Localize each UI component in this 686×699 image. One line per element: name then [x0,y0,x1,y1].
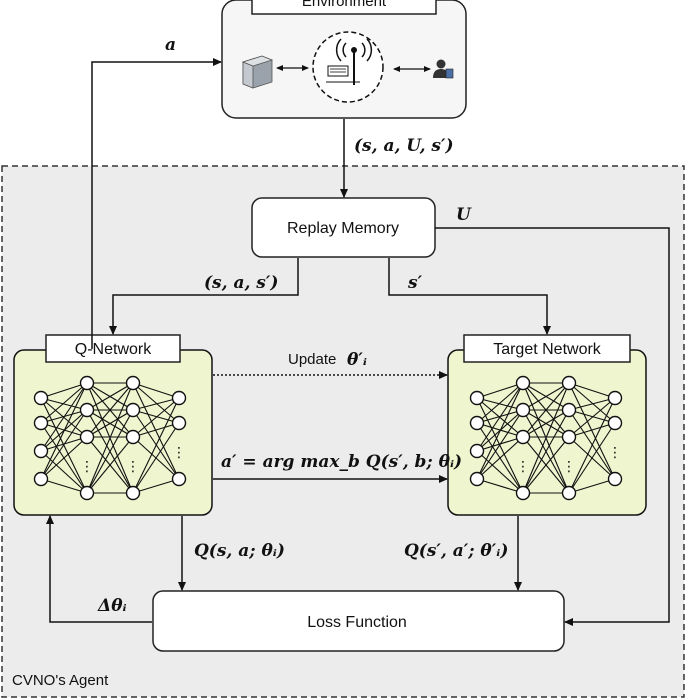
target-network-label: Target Network [493,341,602,358]
network-node [125,375,141,391]
ellipsis-icon: ⋮ [608,445,622,461]
target-value-label: Q(s′, a′; θ′ᵢ) [404,541,508,561]
replay-memory-label: Replay Memory [287,220,399,237]
action-edge [91,58,222,349]
ellipsis-icon: ⋮ [126,459,140,475]
update-theta-label: θ′ᵢ [347,350,367,370]
ellipsis-icon: ⋮ [516,459,530,475]
argmax-label: a′ = arg max_b Q(s′, b; θᵢ) [221,452,462,472]
network-node [515,402,531,418]
update-label: Update [288,351,336,368]
network-node [79,429,95,445]
user-icon [433,59,454,79]
network-node [469,443,485,459]
network-node [515,485,531,501]
transition-label: (s, a, U, s′) [354,136,454,156]
network-node [607,415,623,431]
network-node [607,471,623,487]
loss-function-label: Loss Function [307,614,407,631]
ellipsis-icon: ⋮ [172,445,186,461]
environment-title: Environment [302,0,387,10]
q-value-label: Q(s, a; θᵢ) [194,541,285,561]
target-network-box: Target Network ⋮ ⋮ ⋮ [447,334,647,516]
network-node [469,471,485,487]
network-connections [476,382,616,494]
replay-memory-box: Replay Memory [251,197,436,258]
network-node [515,429,531,445]
network-node [33,390,49,406]
gradient-edge [46,515,152,623]
reward-label: U [456,205,472,225]
q-network-graph: ⋮ ⋮ ⋮ [33,375,187,501]
network-node [171,415,187,431]
network-node [561,375,577,391]
network-node [469,390,485,406]
loss-function-box: Loss Function [152,590,565,652]
ellipsis-icon: ⋮ [562,459,576,475]
network-node [79,375,95,391]
network-node [561,429,577,445]
base-station-icon [312,31,384,103]
network-node [125,402,141,418]
network-node [561,485,577,501]
network-node [469,415,485,431]
sample-q-edge [109,258,299,335]
sample-target-edge [388,258,551,335]
network-node [171,471,187,487]
network-node [607,390,623,406]
server-icon [241,55,274,89]
network-node [171,390,187,406]
network-connections [40,382,180,494]
network-node [125,485,141,501]
sample-target-label: s′ [407,273,423,293]
network-node [125,429,141,445]
network-node [515,375,531,391]
sample-q-label: (s, a, s′) [204,273,278,293]
reward-edge [435,227,670,626]
network-node [561,402,577,418]
network-node [79,485,95,501]
network-node [33,415,49,431]
q-network-label: Q-Network [75,341,152,358]
q-network-box: Q-Network ⋮ ⋮ ⋮ [13,334,213,516]
delta-theta-label: Δθᵢ [97,596,127,616]
network-node [33,471,49,487]
ellipsis-icon: ⋮ [80,459,94,475]
agent-label: CVNO's Agent [12,672,109,689]
target-network-graph: ⋮ ⋮ ⋮ [469,375,623,501]
action-label: a [165,35,176,55]
network-node [79,402,95,418]
network-node [33,443,49,459]
